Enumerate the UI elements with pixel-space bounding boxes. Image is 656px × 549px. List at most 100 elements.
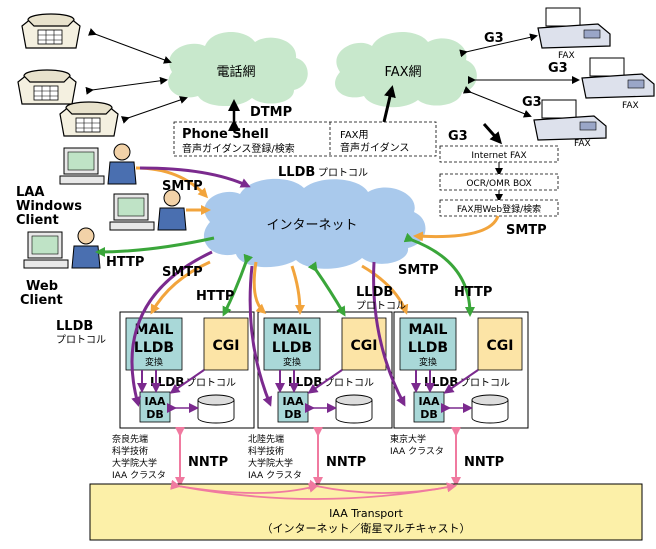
ocr-omr-step: OCR/OMR BOX bbox=[466, 179, 531, 189]
fax-machine-icon bbox=[537, 7, 611, 49]
database-icon bbox=[335, 394, 373, 424]
multicast-arcs bbox=[170, 479, 457, 500]
laa-client-label: LAA bbox=[16, 185, 44, 200]
lldb-label: LLDB bbox=[134, 340, 174, 356]
protocol-label: プロトコル bbox=[460, 377, 510, 389]
dtmp-label: DTMP bbox=[250, 105, 292, 120]
fax-pipeline: Internet FAX OCR/OMR BOX FAX用Web登録/検索 bbox=[439, 145, 559, 217]
cluster-line: IAA クラスタ bbox=[248, 470, 302, 481]
cgi-box bbox=[203, 317, 249, 371]
server-links bbox=[130, 232, 475, 407]
fax-network-cloud: FAX網 bbox=[335, 31, 477, 108]
fax-caption: FAX bbox=[558, 51, 575, 61]
fax-network-label: FAX網 bbox=[384, 65, 421, 80]
web-client-label: Web bbox=[26, 279, 58, 294]
fax-links bbox=[459, 33, 580, 118]
smtp-label: SMTP bbox=[162, 265, 203, 280]
transport-subtitle: （インターネット／衛星マルチキャスト） bbox=[262, 522, 471, 535]
phone-network-cloud: 電話網 bbox=[168, 31, 308, 107]
cluster-line: 科学技術 bbox=[112, 445, 148, 457]
cluster-line: 東京大学 bbox=[390, 433, 426, 445]
nntp-label: NNTP bbox=[188, 455, 228, 470]
convert-label: 変換 bbox=[419, 356, 437, 368]
computer-user-icon bbox=[59, 143, 137, 185]
db-label: DB bbox=[284, 408, 302, 421]
phone-shell-subtitle: 音声ガイダンス登録/検索 bbox=[182, 142, 295, 155]
g3-label: G3 bbox=[548, 61, 568, 76]
internet-fax-step: Internet FAX bbox=[471, 151, 526, 161]
http-arrow bbox=[95, 236, 215, 257]
lldb-label: LLDB bbox=[56, 319, 93, 334]
iaa-label: IAA bbox=[282, 395, 304, 408]
smtp-label: SMTP bbox=[506, 223, 547, 238]
cluster-line: IAA クラスタ bbox=[112, 470, 166, 481]
http-label: HTTP bbox=[454, 285, 492, 300]
cgi-label: CGI bbox=[213, 338, 240, 354]
phone-network-label: 電話網 bbox=[216, 64, 255, 80]
db-label: DB bbox=[420, 408, 438, 421]
smtp-arrow bbox=[413, 215, 500, 242]
fax-guidance-arrow bbox=[382, 85, 396, 123]
mail-lldb-converter bbox=[125, 317, 183, 371]
cgi-box bbox=[477, 317, 523, 371]
mail-label: MAIL bbox=[135, 322, 174, 338]
computer-user-icon bbox=[23, 227, 101, 269]
nntp-label: NNTP bbox=[464, 455, 504, 470]
database-icon bbox=[471, 394, 509, 424]
fax-caption: FAX bbox=[574, 139, 591, 149]
web-client-label: Client bbox=[20, 293, 63, 308]
iaa-db-box bbox=[139, 391, 171, 423]
phone-links bbox=[85, 28, 188, 124]
http-label: HTTP bbox=[196, 289, 234, 304]
lldb-label: LLDB bbox=[408, 340, 448, 356]
laa-client-label: Client bbox=[16, 213, 59, 228]
internet-cloud: インターネット bbox=[203, 178, 426, 269]
lldb-label: LLDB bbox=[356, 285, 393, 300]
lldb-label: LLDB bbox=[278, 165, 315, 180]
g3-label: G3 bbox=[448, 129, 468, 144]
db-label: DB bbox=[146, 408, 164, 421]
cluster-line: 北陸先端 bbox=[248, 433, 284, 445]
cgi-label: CGI bbox=[487, 338, 514, 354]
fax-machine-icon bbox=[533, 99, 607, 141]
fax-guidance-label: 音声ガイダンス bbox=[340, 141, 409, 154]
telephone-icon bbox=[59, 101, 119, 137]
fax-web-step: FAX用Web登録/検索 bbox=[457, 203, 541, 215]
laa-client-label: Windows bbox=[16, 199, 82, 214]
phone-shell-box: Phone Shell 音声ガイダンス登録/検索 FAX用 音声ガイダンス bbox=[173, 121, 437, 157]
cluster-line: 大学院大学 bbox=[112, 457, 157, 469]
protocol-label: プロトコル bbox=[356, 300, 406, 312]
smtp-label: SMTP bbox=[162, 179, 203, 194]
cluster-line: 奈良先端 bbox=[112, 433, 148, 445]
convert-label: 変換 bbox=[283, 356, 301, 368]
protocol-label: プロトコル bbox=[186, 377, 236, 389]
cgi-label: CGI bbox=[351, 338, 378, 354]
protocol-label: プロトコル bbox=[324, 377, 374, 389]
telephone-icon bbox=[21, 13, 81, 49]
http-label: HTTP bbox=[106, 255, 144, 270]
internet-label: インターネット bbox=[266, 218, 357, 233]
mail-lldb-converter bbox=[263, 317, 321, 371]
fax-guidance-label: FAX用 bbox=[340, 130, 369, 141]
database-icon bbox=[197, 394, 235, 424]
convert-label: 変換 bbox=[145, 356, 163, 368]
computer-user-icon bbox=[109, 189, 187, 231]
fax-machine-icon bbox=[581, 57, 655, 99]
cluster-line: IAA クラスタ bbox=[390, 446, 444, 457]
iaa-label: IAA bbox=[418, 395, 440, 408]
nntp-label: NNTP bbox=[326, 455, 366, 470]
fax-caption: FAX bbox=[622, 101, 639, 111]
protocol-label: プロトコル bbox=[318, 167, 368, 179]
cluster-line: 科学技術 bbox=[248, 445, 284, 457]
cluster-line: 大学院大学 bbox=[248, 457, 293, 469]
smtp-label: SMTP bbox=[398, 263, 439, 278]
phone-shell-title: Phone Shell bbox=[182, 127, 269, 142]
g3-label: G3 bbox=[522, 95, 542, 110]
